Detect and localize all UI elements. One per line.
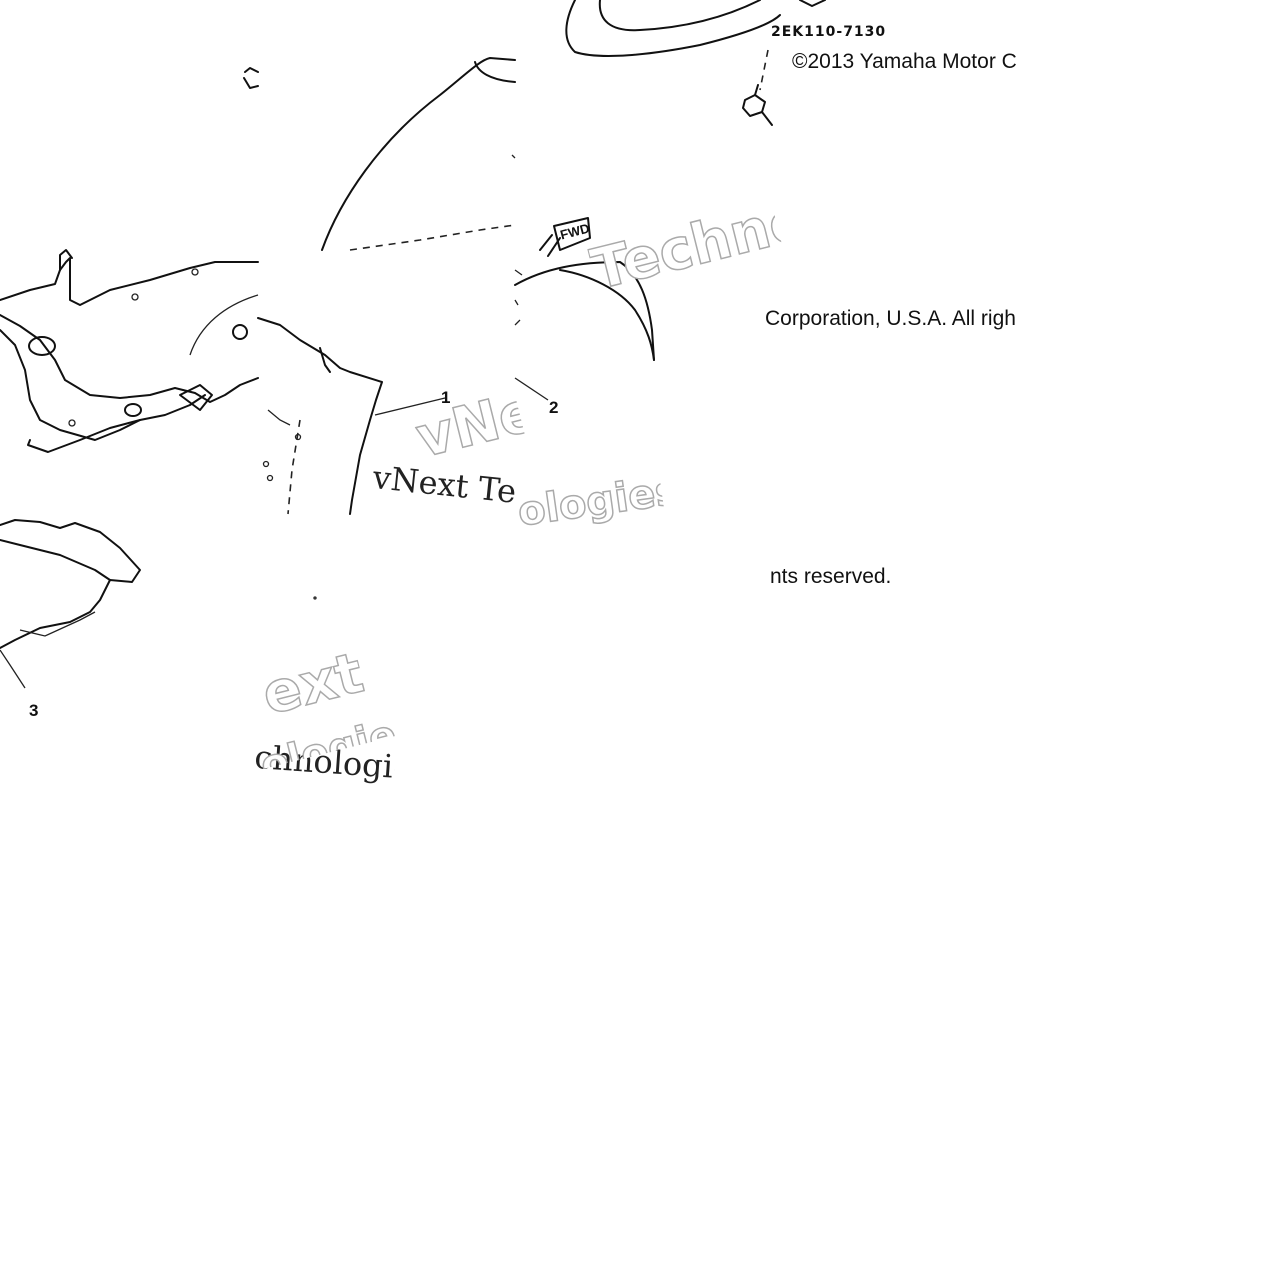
callout-1: 1: [441, 388, 451, 407]
copyright-line-1: ©2013 Yamaha Motor C: [792, 50, 1017, 73]
part-code: 2EK110-7130: [771, 24, 887, 40]
rear-bracket-part: [0, 67, 317, 689]
callout-2: 2: [549, 398, 559, 417]
callout-3: 3: [29, 701, 39, 720]
rear-fender-panel-part: [232, 57, 516, 515]
copyright-line-3: nts reserved.: [770, 565, 892, 588]
copyright-line-2: Corporation, U.S.A. All righ: [765, 307, 1016, 330]
rear-flap-part: [514, 0, 826, 401]
